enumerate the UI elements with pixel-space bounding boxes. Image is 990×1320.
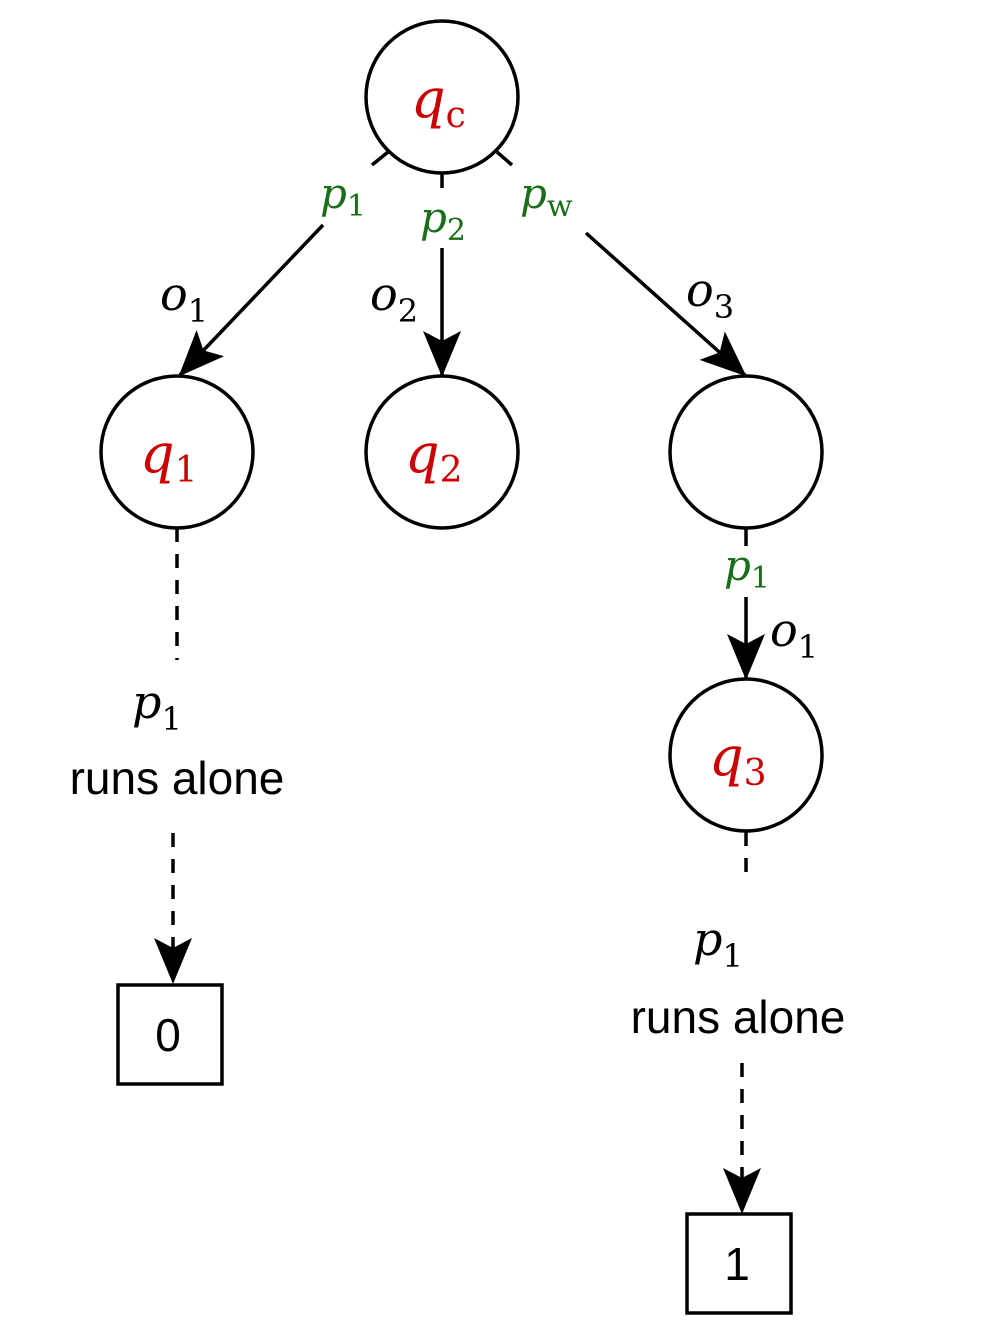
edge-q1-solo [154, 528, 192, 984]
svg-text:runs alone: runs alone [70, 752, 285, 804]
edge-q3-solo [723, 832, 761, 1214]
operation-label-o1-right: o1 [770, 603, 818, 666]
process-label-p1-right: p1 [724, 541, 770, 596]
output-box-right: 1 [685, 1212, 793, 1315]
edge-qc-unnamed [495, 150, 747, 377]
operation-label-o2: o2 [370, 267, 418, 330]
output-box-left: 0 [116, 983, 224, 1086]
svg-text:q2: q2 [405, 422, 462, 491]
solo-run-left: p1 runs alone [70, 675, 285, 804]
operation-label-o1: o1 [160, 267, 208, 330]
state-q1: q1 [99, 374, 255, 530]
svg-text:runs alone: runs alone [631, 991, 846, 1043]
process-label-pw: pw [520, 169, 573, 224]
state-q2: q2 [364, 374, 520, 530]
operation-label-o3: o3 [686, 263, 734, 326]
svg-text:1: 1 [724, 1238, 750, 1290]
process-label-p2: p2 [420, 193, 466, 248]
state-q3: q3 [668, 677, 824, 833]
svg-text:qc: qc [411, 67, 466, 136]
svg-text:0: 0 [155, 1009, 181, 1061]
solo-run-right: p1 runs alone [631, 912, 846, 1043]
state-qc: qc [364, 19, 520, 175]
svg-text:p1: p1 [693, 912, 743, 975]
svg-text:p1: p1 [132, 675, 182, 738]
state-unnamed [668, 374, 824, 530]
process-label-p1: p1 [320, 169, 366, 224]
svg-text:q3: q3 [709, 725, 766, 794]
svg-text:q1: q1 [140, 422, 197, 491]
edge-qc-q1 [178, 150, 390, 377]
